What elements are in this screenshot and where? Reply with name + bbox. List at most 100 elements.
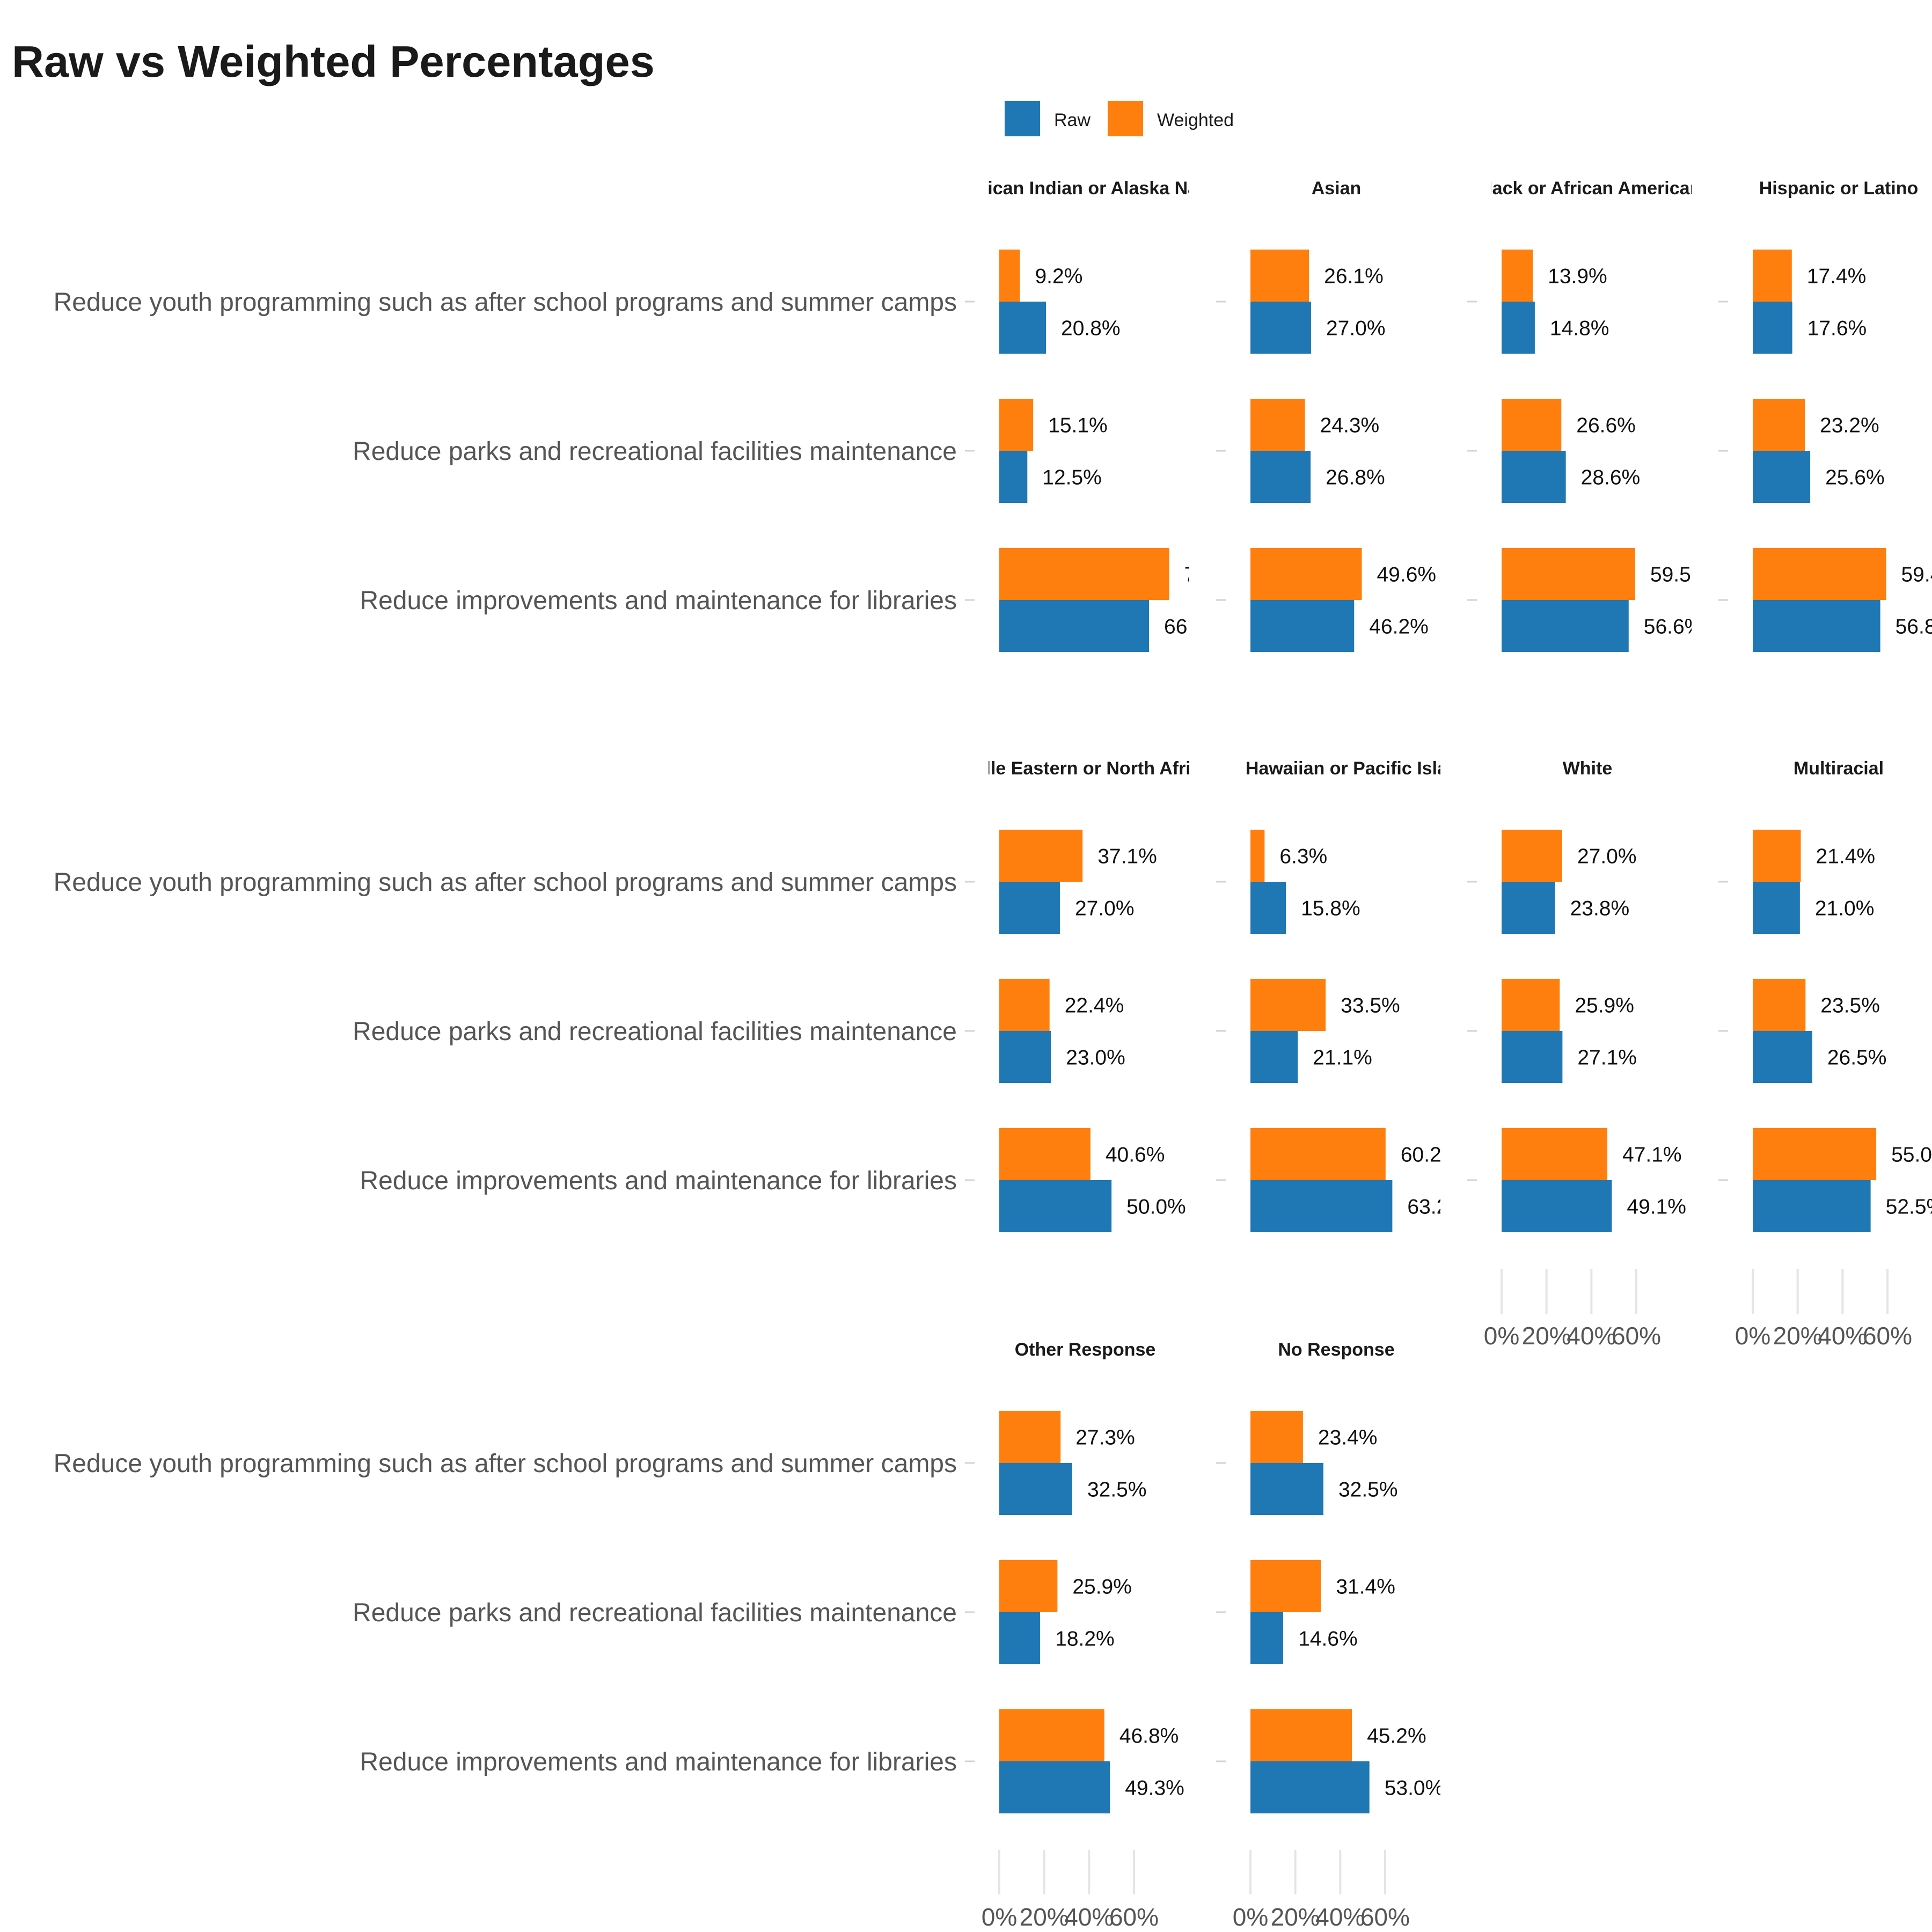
- bar-raw-native-hawaiian-or-pacific-islander-1: [1250, 882, 1286, 934]
- bar-raw-white-2: [1502, 1031, 1563, 1083]
- data-label-raw: 56.8%: [1896, 616, 1932, 639]
- category-label: Reduce youth programming such as after s…: [54, 288, 957, 317]
- bar-raw-black-or-african-american-1: [1502, 302, 1535, 354]
- panel-contents: Other Response27.3%32.5%25.9%18.2%46.8%4…: [999, 1340, 1184, 1813]
- x-tick-label: 20%: [1773, 1322, 1823, 1350]
- bar-weighted-black-or-african-american-3: [1502, 548, 1635, 600]
- data-label-weighted: 6.3%: [1279, 845, 1327, 868]
- x-tick-label: 20%: [1020, 1903, 1069, 1931]
- x-tick-label: 40%: [1567, 1322, 1616, 1350]
- bar-raw-white-3: [1502, 1180, 1612, 1232]
- bar-weighted-other-response-2: [999, 1560, 1058, 1612]
- x-tick-label: 0%: [982, 1903, 1017, 1931]
- bar-raw-american-indian-or-alaska-native-1: [999, 302, 1046, 354]
- data-label-raw: 28.6%: [1581, 466, 1641, 489]
- bar-raw-no-response-2: [1250, 1612, 1284, 1664]
- x-tick-label: 40%: [1818, 1322, 1867, 1350]
- x-tick-label: 60%: [1360, 1903, 1410, 1931]
- data-label-raw: 12.5%: [1042, 466, 1102, 489]
- strip-label-hispanic-or-latino: Hispanic or Latino: [1759, 178, 1919, 199]
- x-tick-label: 60%: [1612, 1322, 1661, 1350]
- bar-weighted-no-response-3: [1250, 1709, 1352, 1761]
- bar-weighted-multiracial-3: [1753, 1128, 1877, 1180]
- bar-raw-american-indian-or-alaska-native-2: [999, 451, 1028, 503]
- data-label-weighted: 45.2%: [1367, 1725, 1426, 1748]
- category-label: Reduce improvements and maintenance for …: [360, 587, 957, 615]
- data-label-raw: 49.3%: [1125, 1777, 1184, 1800]
- data-label-weighted: 59.5%: [1650, 564, 1710, 587]
- data-label-weighted: 23.5%: [1820, 994, 1880, 1018]
- data-label-weighted: 26.1%: [1324, 265, 1384, 288]
- data-label-weighted: 27.0%: [1577, 845, 1637, 868]
- data-label-weighted: 37.1%: [1097, 845, 1157, 868]
- category-label: Reduce parks and recreational facilities…: [353, 437, 957, 466]
- x-tick-label: 60%: [1863, 1322, 1912, 1350]
- x-tick-label: 0%: [1233, 1903, 1268, 1931]
- strip-label-no-response: No Response: [1278, 1340, 1394, 1360]
- bar-weighted-no-response-2: [1250, 1560, 1321, 1612]
- legend-swatch-weighted: [1108, 101, 1143, 136]
- data-label-raw: 49.1%: [1627, 1196, 1686, 1219]
- category-label: Reduce improvements and maintenance for …: [360, 1167, 957, 1195]
- category-label: Reduce improvements and maintenance for …: [360, 1748, 957, 1776]
- x-tick-label: 0%: [1735, 1322, 1770, 1350]
- panel-american-indian-or-alaska-native: American Indian or Alaska Native9.2%20.8…: [941, 178, 1229, 652]
- strip-label-other-response: Other Response: [1015, 1340, 1156, 1360]
- panel-contents: Middle Eastern or North African37.1%27.0…: [989, 758, 1189, 1232]
- data-label-weighted: 25.9%: [1072, 1576, 1132, 1599]
- data-label-raw: 27.0%: [1326, 317, 1386, 340]
- bar-weighted-native-hawaiian-or-pacific-islander-1: [1250, 830, 1265, 882]
- data-label-raw: 27.1%: [1577, 1046, 1637, 1070]
- data-label-weighted: 49.6%: [1377, 564, 1436, 587]
- strip-label-american-indian-or-alaska-native: American Indian or Alaska Native: [941, 178, 1229, 199]
- bar-weighted-other-response-1: [999, 1411, 1061, 1463]
- bar-weighted-american-indian-or-alaska-native-1: [999, 250, 1020, 302]
- data-label-raw: 23.0%: [1066, 1046, 1125, 1070]
- bar-raw-black-or-african-american-3: [1502, 600, 1629, 652]
- data-label-raw: 20.8%: [1061, 317, 1121, 340]
- data-label-raw: 63.2%: [1407, 1196, 1467, 1219]
- x-tick-label: 40%: [1315, 1903, 1365, 1931]
- legend-label-raw: Raw: [1054, 110, 1091, 130]
- strip-label-black-or-african-american: Black or African American: [1474, 178, 1701, 199]
- data-label-raw: 26.5%: [1827, 1046, 1887, 1070]
- bar-raw-asian-2: [1250, 451, 1311, 503]
- data-label-raw: 21.0%: [1815, 897, 1875, 920]
- data-label-weighted: 40.6%: [1106, 1144, 1165, 1167]
- category-label: Reduce parks and recreational facilities…: [353, 1599, 957, 1627]
- bar-weighted-black-or-african-american-2: [1502, 399, 1562, 451]
- panel-contents: Black or African American13.9%14.8%26.6%…: [1474, 178, 1710, 652]
- bar-weighted-white-1: [1502, 830, 1562, 882]
- bar-weighted-multiracial-1: [1753, 830, 1801, 882]
- data-label-weighted: 46.8%: [1119, 1725, 1179, 1748]
- bar-weighted-middle-eastern-or-north-african-3: [999, 1128, 1091, 1180]
- panel-contents: American Indian or Alaska Native9.2%20.8…: [941, 178, 1229, 652]
- panel-contents: Hispanic or Latino17.4%17.6%23.2%25.6%59…: [1753, 178, 1932, 652]
- data-label-raw: 26.8%: [1326, 466, 1385, 489]
- bar-raw-hispanic-or-latino-1: [1753, 302, 1792, 354]
- data-label-weighted: 55.0%: [1891, 1144, 1932, 1167]
- bar-raw-american-indian-or-alaska-native-3: [999, 600, 1150, 652]
- panel-middle-eastern-or-north-african: Middle Eastern or North African37.1%27.0…: [965, 758, 1189, 1232]
- bar-raw-other-response-2: [999, 1612, 1041, 1664]
- data-label-weighted: 13.9%: [1548, 265, 1607, 288]
- data-label-raw: 15.8%: [1301, 897, 1360, 920]
- bar-raw-white-1: [1502, 882, 1555, 934]
- panel-black-or-african-american: Black or African American13.9%14.8%26.6%…: [1467, 178, 1710, 652]
- x-tick-label: 60%: [1109, 1903, 1159, 1931]
- bar-raw-multiracial-1: [1753, 882, 1800, 934]
- bar-raw-multiracial-2: [1753, 1031, 1812, 1083]
- data-label-raw: 27.0%: [1075, 897, 1135, 920]
- panel-contents: Native Hawaiian or Pacific Islander6.3%1…: [1240, 758, 1467, 1232]
- data-label-weighted: 22.4%: [1065, 994, 1124, 1018]
- panel-native-hawaiian-or-pacific-islander: Native Hawaiian or Pacific Islander6.3%1…: [1216, 758, 1467, 1232]
- data-label-raw: 53.0%: [1385, 1777, 1444, 1800]
- strip-label-white: White: [1563, 758, 1613, 779]
- data-label-weighted: 23.2%: [1820, 414, 1879, 437]
- bar-weighted-native-hawaiian-or-pacific-islander-3: [1250, 1128, 1386, 1180]
- data-label-raw: 52.5%: [1886, 1196, 1932, 1219]
- data-label-raw: 14.6%: [1298, 1628, 1358, 1651]
